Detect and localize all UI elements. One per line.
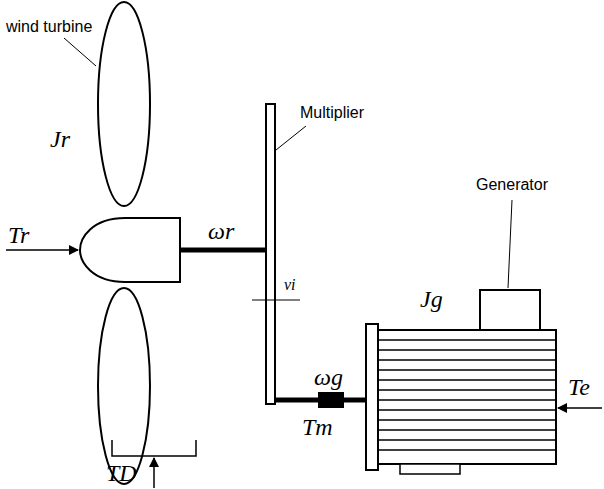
- leader-line: [508, 200, 512, 288]
- multiplier-plate: [266, 104, 275, 404]
- torque-arrow: [6, 249, 78, 251]
- part-name: wind turbine: [6, 18, 92, 36]
- torque-arrow: [153, 458, 155, 488]
- coupling: [318, 392, 344, 408]
- inertia-symbol: Jg: [420, 286, 443, 312]
- leader-line: [64, 38, 96, 66]
- torque-symbol: Tm: [302, 414, 333, 440]
- generator-foot: [400, 464, 460, 474]
- blade: [98, 2, 150, 206]
- torque-symbol: TD: [106, 460, 137, 486]
- terminal-box: [480, 290, 540, 330]
- part-name: Generator: [476, 176, 548, 194]
- generator-body: [378, 330, 556, 464]
- torque-symbol: Tr: [8, 222, 29, 248]
- cooling-fins: [378, 340, 556, 450]
- speed-symbol: ωr: [208, 218, 234, 244]
- part-name: Multiplier: [300, 104, 364, 122]
- hub: [80, 218, 180, 282]
- damping-bracket: [112, 440, 196, 456]
- speed-symbol: ωg: [314, 364, 343, 390]
- generator-flange: [366, 324, 378, 470]
- inertia-symbol: Jr: [50, 126, 70, 152]
- ratio-symbol: vi: [284, 276, 296, 294]
- leader-line: [276, 126, 306, 150]
- torque-symbol: Te: [568, 374, 590, 400]
- torque-arrow: [558, 407, 602, 409]
- ratio-tick: [252, 300, 300, 301]
- rotor-shaft: [180, 248, 266, 253]
- blade: [98, 288, 150, 484]
